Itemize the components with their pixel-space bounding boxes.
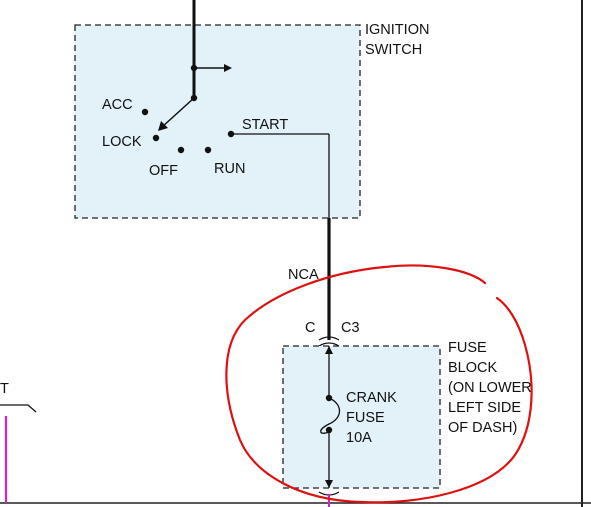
label-start: START xyxy=(242,117,288,133)
left-partial-label: T xyxy=(0,381,9,397)
label-off: OFF xyxy=(149,163,178,179)
ignition-title-line2: SWITCH xyxy=(365,42,422,58)
contact-run xyxy=(204,146,212,154)
ignition-switch-box xyxy=(74,24,361,219)
switch-arm-arrow xyxy=(158,121,168,131)
fuse-block-title-line1: FUSE xyxy=(448,340,487,356)
fuse-block: CRANK FUSE 10A FUSE BLOCK (ON LOWER LEFT… xyxy=(282,340,532,507)
switch-arm xyxy=(161,97,195,128)
annotation-circle xyxy=(225,264,533,504)
label-acc: ACC xyxy=(102,97,133,113)
label-lock: LOCK xyxy=(102,134,142,150)
feed-node xyxy=(190,64,198,72)
connector-name-label: C3 xyxy=(341,320,360,336)
contact-lock xyxy=(152,134,160,142)
ignition-switch: IGNITION SWITCH ACC LOCK OFF RUN START xyxy=(74,0,429,219)
fuse-block-location-line2: LEFT SIDE xyxy=(448,400,521,416)
connector-lower-arc xyxy=(318,342,340,347)
connector-pin-label: C xyxy=(305,320,315,336)
fuse-label-line1: CRANK xyxy=(346,390,397,406)
fuse-label-line2: FUSE xyxy=(346,410,385,426)
label-run: RUN xyxy=(214,161,245,177)
connector-upper-arc xyxy=(318,336,340,341)
fuse-block-box xyxy=(282,345,441,489)
contact-off xyxy=(177,146,185,154)
feed-arrow-head xyxy=(224,64,232,72)
left-partial-component: T xyxy=(0,381,37,503)
fuse-block-location-line1: (ON LOWER xyxy=(448,380,532,396)
fuse-rating: 10A xyxy=(346,430,372,446)
fuse-curve xyxy=(320,397,341,434)
connector-c3: C C3 xyxy=(305,320,360,347)
left-partial-bracket xyxy=(0,404,37,413)
fuse-bottom-arrow xyxy=(325,480,333,488)
contact-acc xyxy=(141,108,149,116)
ignition-title-line1: IGNITION xyxy=(365,22,429,38)
fuse-block-title-line2: BLOCK xyxy=(448,360,497,376)
fuse-block-location-line3: OF DASH) xyxy=(448,420,517,436)
wire-label-nca: NCA xyxy=(288,267,319,283)
fuse-top-arrow xyxy=(325,346,333,354)
